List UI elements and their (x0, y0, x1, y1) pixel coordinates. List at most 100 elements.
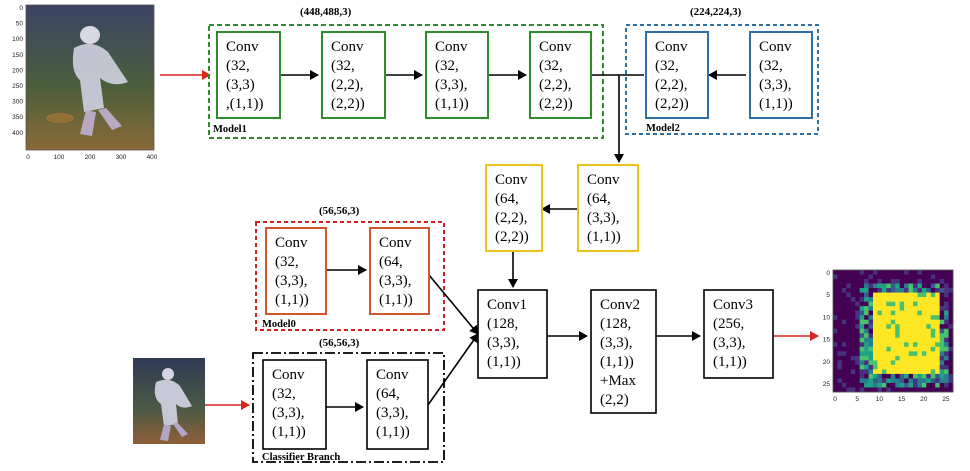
node-line-m1a: (32, (226, 58, 250, 74)
heatmap-cell (850, 292, 856, 298)
heatmap-cell (930, 328, 936, 334)
node-line-m0b: (64, (379, 254, 403, 270)
heatmap-cell (908, 297, 914, 302)
heatmap-cell (873, 301, 878, 307)
heatmap-cell (868, 346, 874, 352)
heatmap-cell (846, 373, 852, 379)
node-line-m0a: (32, (275, 254, 299, 270)
heatmap-cell (837, 364, 843, 370)
heatmap-cell (837, 297, 843, 302)
heatmap-cell (841, 360, 847, 366)
dancer-leg (98, 108, 122, 130)
heatmap-cell (913, 337, 918, 343)
heatmap-cell (890, 369, 896, 375)
heatmap-cell (926, 297, 932, 302)
heatmap-cell (833, 373, 838, 379)
heatmap-cell (833, 306, 838, 311)
heatmap-cell (895, 351, 900, 357)
heatmap-cell (873, 279, 878, 284)
node-line-m2b: Conv (759, 39, 792, 55)
heatmap-cell (921, 324, 927, 330)
heatmap-cell (841, 346, 847, 352)
heatmap-cell (939, 283, 945, 289)
heatmap-cell (921, 279, 927, 284)
model0-group (255, 221, 445, 331)
heatmap-cell (899, 378, 905, 384)
heatmap-cell (846, 310, 852, 316)
heatmap-cell (899, 270, 905, 275)
heatmap-cell (873, 310, 878, 316)
heatmap-cell (846, 301, 852, 307)
node-line-m0b: (3,3), (379, 273, 412, 289)
heatmap-cell (930, 301, 936, 307)
heatmap-cell (917, 337, 923, 343)
connectors (280, 70, 746, 412)
node-line-conv2: +Max (600, 373, 636, 389)
input-plot-frame (25, 4, 155, 151)
heatmap-cell (917, 274, 923, 280)
heatmap-cell (833, 270, 838, 275)
tick-label: 0 (19, 5, 23, 12)
heatmap-cell (850, 382, 856, 388)
heatmap-cell (877, 288, 883, 293)
heatmap-cell (935, 333, 940, 339)
heatmap-cell (939, 342, 945, 348)
heatmap-cell (904, 337, 909, 343)
node-line-m2b: (3,3), (759, 77, 792, 93)
node-line-cbb: (1,1)) (376, 424, 410, 440)
heatmap-cell (868, 351, 874, 357)
heatmap-cell (913, 270, 918, 275)
heatmap-cell (904, 351, 909, 357)
heatmap-cell (864, 373, 869, 379)
node-box-m0a (265, 227, 327, 315)
heatmap-cell (868, 270, 874, 275)
heatmap-cell (939, 292, 945, 298)
heatmap-cell (895, 306, 900, 311)
heatmap-cell (939, 373, 945, 379)
heatmap-cell (921, 292, 927, 298)
heatmap-cell (850, 387, 856, 393)
heatmap-cell (837, 355, 843, 361)
heatmap-cell (850, 301, 856, 307)
model1-shape: (448,488,3) (300, 6, 352, 18)
heatmap-cell (895, 301, 900, 307)
heatmap-cell (939, 360, 945, 366)
heatmap-cell (913, 369, 918, 375)
heatmap-cell (850, 346, 856, 352)
heatmap-cell (930, 378, 936, 384)
heatmap-cell (855, 387, 860, 393)
heatmap-cell (939, 310, 945, 316)
node-line-conv2: (3,3), (600, 335, 633, 351)
heatmap-cell (904, 288, 909, 293)
heatmap-cell (917, 270, 923, 275)
heatmap-cell (944, 342, 949, 348)
heatmap-cell (895, 319, 900, 325)
heatmap-cell (850, 324, 856, 330)
heatmap-cell (868, 306, 874, 311)
heatmap-cell (868, 292, 874, 298)
model2-group (625, 24, 819, 135)
heatmap-cell (917, 387, 923, 393)
heatmap-cell (904, 346, 909, 352)
classifier-group (252, 352, 445, 463)
heatmap-cell (944, 274, 949, 280)
heatmap-cell (855, 279, 860, 284)
node-line-m1c: (32, (435, 58, 459, 74)
node-line-m0a: (1,1)) (275, 292, 309, 308)
heatmap-cell (837, 328, 843, 334)
heatmap-cell (881, 378, 887, 384)
heatmap-cell (886, 324, 892, 330)
heatmap-cell (908, 346, 914, 352)
tick-label: 10 (876, 396, 884, 403)
heatmap-cell (841, 337, 847, 343)
heatmap-cell (864, 310, 869, 316)
output-heatmap (833, 270, 954, 393)
node-line-m0b: Conv (379, 235, 412, 251)
heatmap-cell (833, 279, 838, 284)
heatmap-cell (877, 297, 883, 302)
heatmap-cell (899, 351, 905, 357)
heatmap-cell (921, 360, 927, 366)
tick-label: 400 (147, 154, 158, 161)
heatmap-cell (833, 274, 838, 280)
heatmap-cell (864, 315, 869, 321)
